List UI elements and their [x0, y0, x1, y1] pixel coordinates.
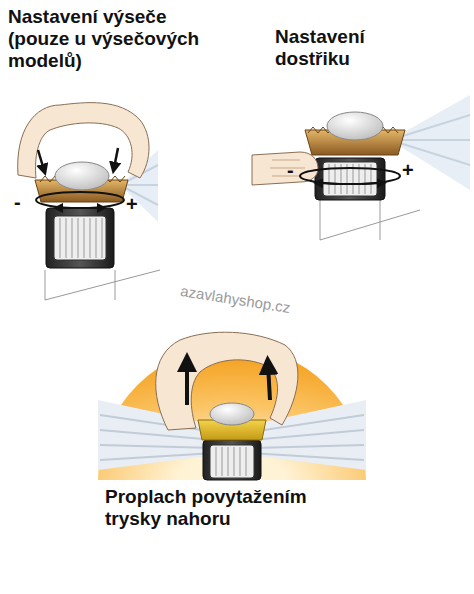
adjust-sign: - — [287, 160, 294, 180]
section-heading: Nastavení výseče (pouze u výsečových mod… — [8, 6, 223, 72]
section-heading: Nastavení dostřiku — [275, 26, 395, 70]
adjust-sign: - — [14, 192, 21, 212]
adjust-sign: + — [402, 160, 414, 180]
section-heading: Proplach povytažením trysky nahoru — [105, 486, 345, 530]
adjust-sign: + — [126, 194, 138, 214]
watermark: azavlahyshop.cz — [179, 282, 291, 316]
